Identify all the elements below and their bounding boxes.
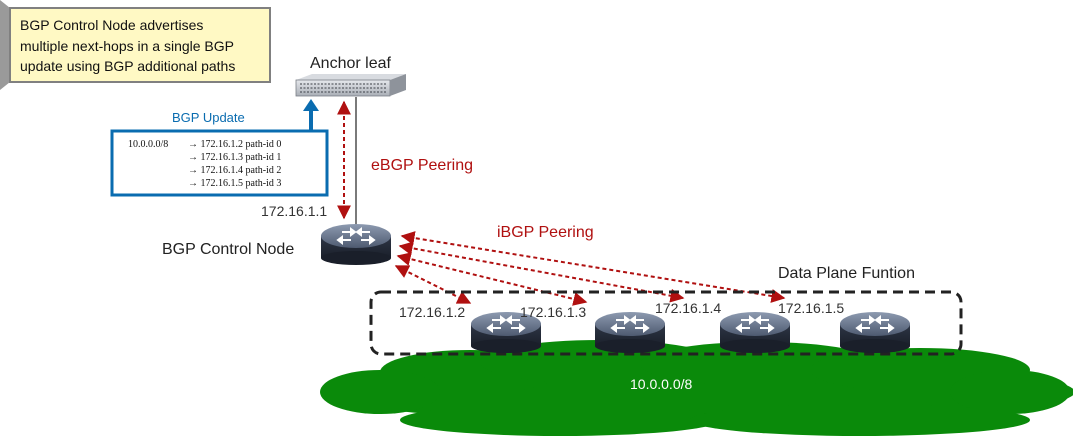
callout-box: BGP Control Node advertises multiple nex…	[0, 0, 271, 90]
bgp-update-arrow-head	[303, 99, 319, 111]
update-route-2: → 172.16.1.4 path-id 2	[188, 165, 281, 176]
data-plane-router-4-icon	[839, 311, 911, 354]
data-plane-router-2-icon	[594, 311, 666, 354]
ibgp-arrow-1	[394, 265, 472, 304]
router-2-ip: 172.16.1.3	[520, 304, 586, 320]
update-route-0: → 172.16.1.2 path-id 0	[188, 139, 281, 150]
router-1-ip: 172.16.1.2	[399, 304, 465, 320]
data-plane-label: Data Plane Funtion	[778, 265, 915, 282]
callout-line-1: BGP Control Node advertises	[20, 17, 203, 33]
ibgp-peering-label: iBGP Peering	[497, 224, 594, 241]
data-plane-box	[369, 290, 963, 356]
callout-line-3: update using BGP additional paths	[20, 58, 235, 74]
control-node-label: BGP Control Node	[162, 241, 294, 258]
update-prefix: 10.0.0.0/8	[128, 139, 168, 150]
update-route-3: → 172.16.1.5 path-id 3	[188, 178, 281, 189]
router-3-ip: 172.16.1.4	[655, 300, 721, 316]
anchor-leaf-label: Anchor leaf	[310, 55, 391, 72]
network-label: 10.0.0.0/8	[630, 376, 692, 392]
ibgp-peering-arrows	[394, 231, 786, 306]
data-plane-router-3-icon	[719, 311, 791, 354]
anchor-leaf-switch-icon	[295, 74, 406, 97]
update-route-1: → 172.16.1.3 path-id 1	[188, 152, 281, 163]
control-node-router-icon	[320, 223, 392, 266]
ebgp-peering-label: eBGP Peering	[371, 157, 473, 174]
bgp-update-label: BGP Update	[172, 110, 245, 125]
bgp-update-box: 10.0.0.0/8 → 172.16.1.2 path-id 0 → 172.…	[110, 129, 329, 197]
callout-line-2: multiple next-hops in a single BGP	[20, 38, 234, 54]
router-4-ip: 172.16.1.5	[778, 300, 844, 316]
control-node-ip: 172.16.1.1	[261, 203, 327, 219]
ibgp-arrow-4	[400, 231, 786, 303]
